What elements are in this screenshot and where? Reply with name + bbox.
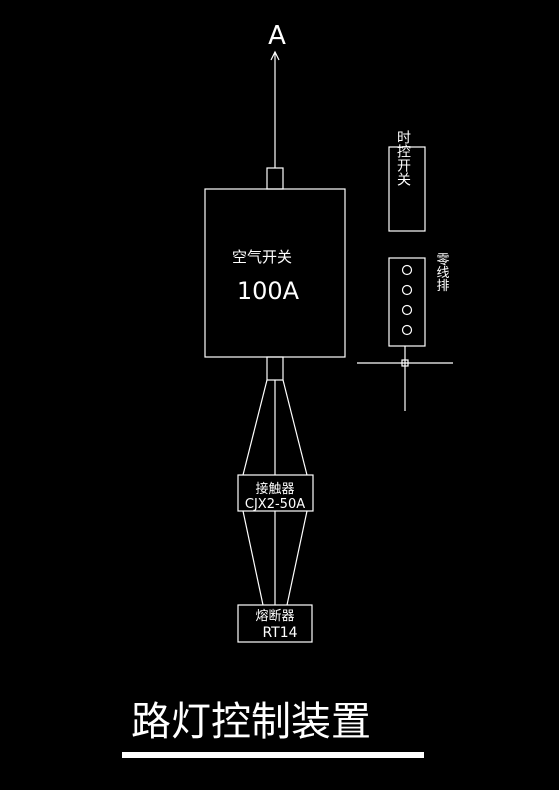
air-switch-top-terminal [266,167,284,190]
neutral-terminal-4-icon [401,324,413,336]
timer-switch-box [388,146,426,232]
neutral-bar-box [388,257,426,347]
fuse-label: 熔断器 [255,609,294,624]
title-underline [122,752,424,758]
fuse-box [237,604,313,643]
wire-right [282,379,308,476]
wire-left [242,379,268,476]
air-switch-box [204,188,346,358]
air-switch-label: 空气开关 [232,248,292,266]
fuse-model: RT14 [262,625,297,641]
air-switch-rating: 100A [237,277,300,305]
wire-right-lower [286,510,308,606]
timer-switch-label: 时控开关 [395,130,411,186]
contactor-model: CJX2-50A [245,497,305,512]
crosshair-marker-icon [401,359,409,367]
air-switch-bottom-terminal [266,356,284,381]
neutral-terminal-2-icon [401,284,413,296]
feed-arrow-icon [270,50,280,61]
wire-left-lower [242,510,264,606]
neutral-terminal-3-icon [401,304,413,316]
diagram-title: 路灯控制装置 [131,699,371,745]
neutral-terminal-1-icon [401,264,413,276]
neutral-bar-label: 零线排 [434,253,450,292]
contactor-label: 接触器 [255,481,294,497]
phase-label: A [268,21,286,51]
